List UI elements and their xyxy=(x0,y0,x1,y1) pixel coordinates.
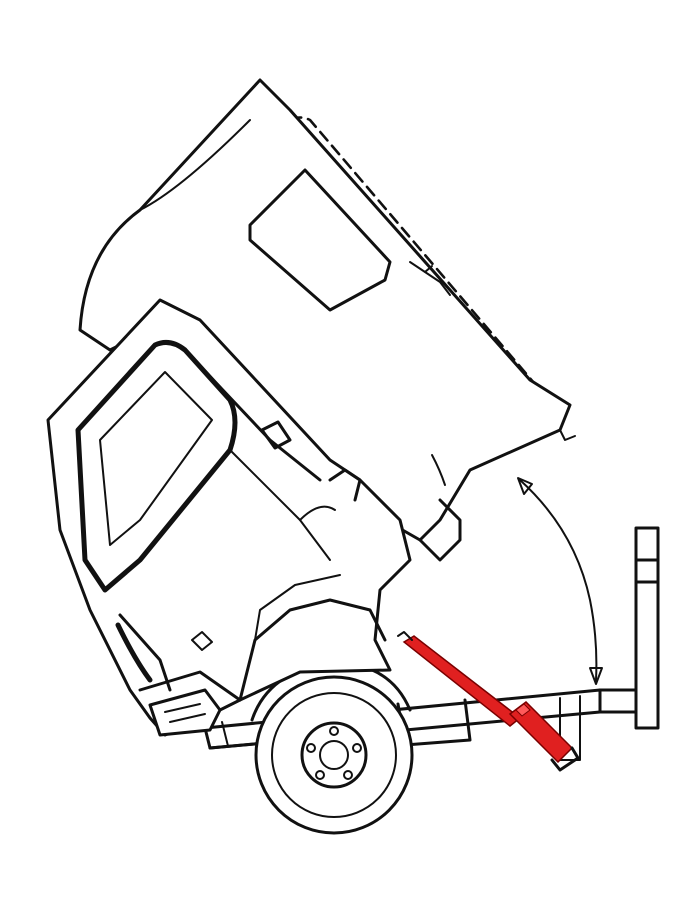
front-wheel xyxy=(250,660,414,835)
tilted-cab xyxy=(46,78,576,737)
tilt-cylinder xyxy=(397,631,580,772)
rear-upright xyxy=(598,526,660,730)
tilt-angle-indicator xyxy=(517,477,603,685)
